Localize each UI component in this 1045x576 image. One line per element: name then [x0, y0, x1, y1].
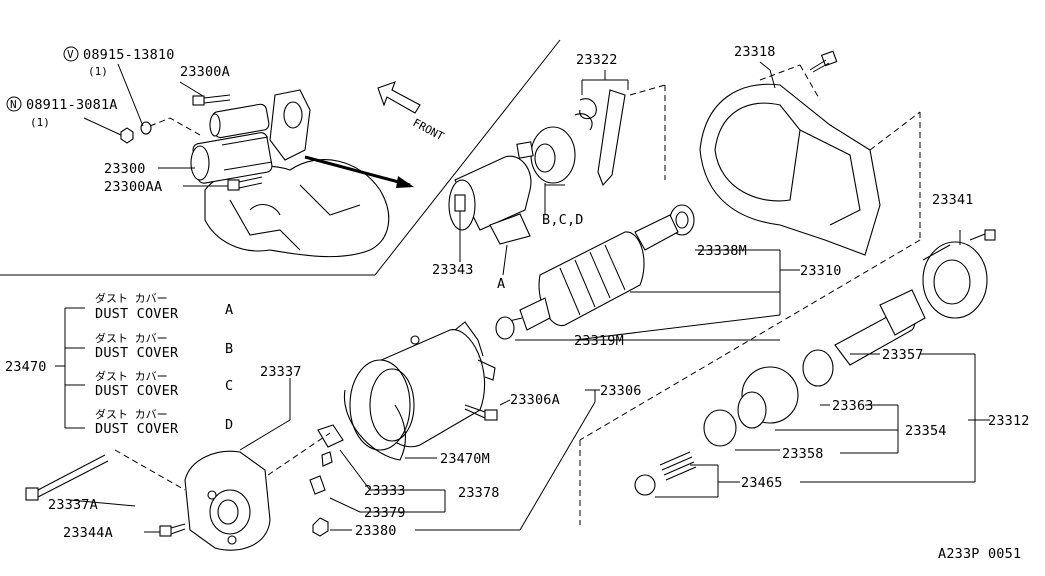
- spring-23465: [634, 451, 697, 496]
- bearing-23357: [802, 349, 834, 387]
- dust-cover-letter-d: D: [225, 417, 233, 433]
- bracket-hole: [283, 101, 303, 129]
- label-BCD: B,C,D: [542, 212, 584, 228]
- solenoid-23343: [448, 155, 532, 262]
- dust-cover-name-d: DUST COVER: [95, 421, 179, 437]
- gear-case-23341: [922, 241, 988, 319]
- label-A: A: [497, 276, 505, 292]
- symbol-v-circle: [63, 46, 79, 62]
- dust-cover-name-a: DUST COVER: [95, 306, 179, 322]
- inset-border-diagonal: [374, 39, 561, 276]
- inset-view: FRONT V 08915-13810 (1) N 08911-3081A (1…: [0, 39, 561, 276]
- label-23470M: 23470M: [440, 451, 490, 467]
- label-23354: 23354: [905, 423, 947, 439]
- label-23363: 23363: [832, 398, 874, 414]
- label-23306A: 23306A: [510, 392, 560, 408]
- armature-23310: [504, 214, 679, 331]
- label-23300AA: 23300AA: [104, 179, 162, 195]
- label-23337: 23337: [260, 364, 302, 380]
- label-23344A: 23344A: [63, 525, 113, 541]
- bearing-23319M: [495, 316, 515, 340]
- bolt-23300AA: [227, 176, 263, 191]
- symbol-n: N: [10, 98, 17, 111]
- label-23470: 23470: [5, 359, 47, 375]
- nut-23380: [312, 517, 329, 537]
- label-23380: 23380: [355, 523, 397, 539]
- front-label: FRONT: [411, 116, 447, 143]
- yoke-23306: [349, 321, 496, 451]
- screw-23306A: [464, 404, 498, 421]
- pinion-shaft-23357: [834, 289, 926, 366]
- brush-23333: [309, 424, 344, 495]
- washer-icon: [140, 121, 152, 135]
- label-23338M: 23338M: [697, 243, 747, 259]
- brush-spring-23322: [574, 79, 629, 187]
- dust-cover-a-part: [489, 213, 531, 276]
- label-23343: 23343: [432, 262, 474, 278]
- screw-23344A: [159, 523, 186, 537]
- dust-cover-name-c: DUST COVER: [95, 383, 179, 399]
- dust-cover-ring-23470M: [343, 389, 406, 461]
- symbol-v: V: [67, 48, 74, 61]
- nut-icon: [120, 127, 134, 144]
- bolt-23318: [809, 50, 838, 73]
- rear-housing-23318: [699, 69, 881, 256]
- dust-cover-letter-b: B: [225, 341, 233, 357]
- dust-cover-list: ダスト カバー DUST COVER A ダスト カバー DUST COVER …: [95, 291, 233, 437]
- label-23312: 23312: [988, 413, 1030, 429]
- dust-cover-letter-a: A: [225, 302, 233, 318]
- dust-cover-jp-d: ダスト カバー: [95, 407, 168, 421]
- figure-code: A233P 0051: [938, 546, 1021, 562]
- engine-detail: [229, 184, 361, 251]
- front-arrow-icon: [377, 81, 421, 114]
- bracket-plate: [269, 89, 311, 161]
- label-23322: 23322: [576, 52, 618, 68]
- bolt-23341: [969, 229, 996, 241]
- front-cover-23337: [184, 450, 271, 551]
- label-23337A: 23337A: [48, 497, 98, 513]
- starter-assembly-small: [190, 103, 273, 184]
- label-qty-n: (1): [30, 116, 50, 129]
- bearing-23358: [703, 409, 737, 447]
- label-23379: 23379: [364, 505, 406, 521]
- dust-cover-name-b: DUST COVER: [95, 345, 179, 361]
- label-23306: 23306: [600, 383, 642, 399]
- label-qty-v: (1): [88, 65, 108, 78]
- label-08915-13810: 08915-13810: [83, 47, 175, 63]
- label-23318: 23318: [734, 44, 776, 60]
- label-23357: 23357: [882, 347, 924, 363]
- label-23333: 23333: [364, 483, 406, 499]
- label-23341: 23341: [932, 192, 974, 208]
- magnetic-switch-parts: [516, 126, 576, 205]
- label-23300: 23300: [104, 161, 146, 177]
- bolt-23300A: [192, 94, 231, 106]
- clutch-23363: [737, 366, 799, 429]
- label-23358: 23358: [782, 446, 824, 462]
- dust-cover-jp-b: ダスト カバー: [95, 331, 168, 345]
- dust-cover-jp-c: ダスト カバー: [95, 369, 168, 383]
- label-23465: 23465: [741, 475, 783, 491]
- label-08911-3081A: 08911-3081A: [26, 97, 118, 113]
- through-bolt-23337A: [25, 454, 109, 501]
- label-23300A: 23300A: [180, 64, 230, 80]
- dust-cover-letter-c: C: [225, 378, 233, 394]
- part-labels: 23322 23318 23341 23343 A B,C,D 23338M 2…: [5, 44, 1030, 541]
- engine-sketch: [204, 159, 390, 258]
- pointer-arrow: [304, 155, 411, 187]
- label-23319M: 23319M: [574, 333, 624, 349]
- symbol-n-circle: [6, 96, 22, 112]
- leader-lines: [55, 61, 990, 533]
- inset-dash: [149, 117, 201, 136]
- label-23378: 23378: [458, 485, 500, 501]
- dust-cover-jp-a: ダスト カバー: [95, 291, 168, 305]
- label-23310: 23310: [800, 263, 842, 279]
